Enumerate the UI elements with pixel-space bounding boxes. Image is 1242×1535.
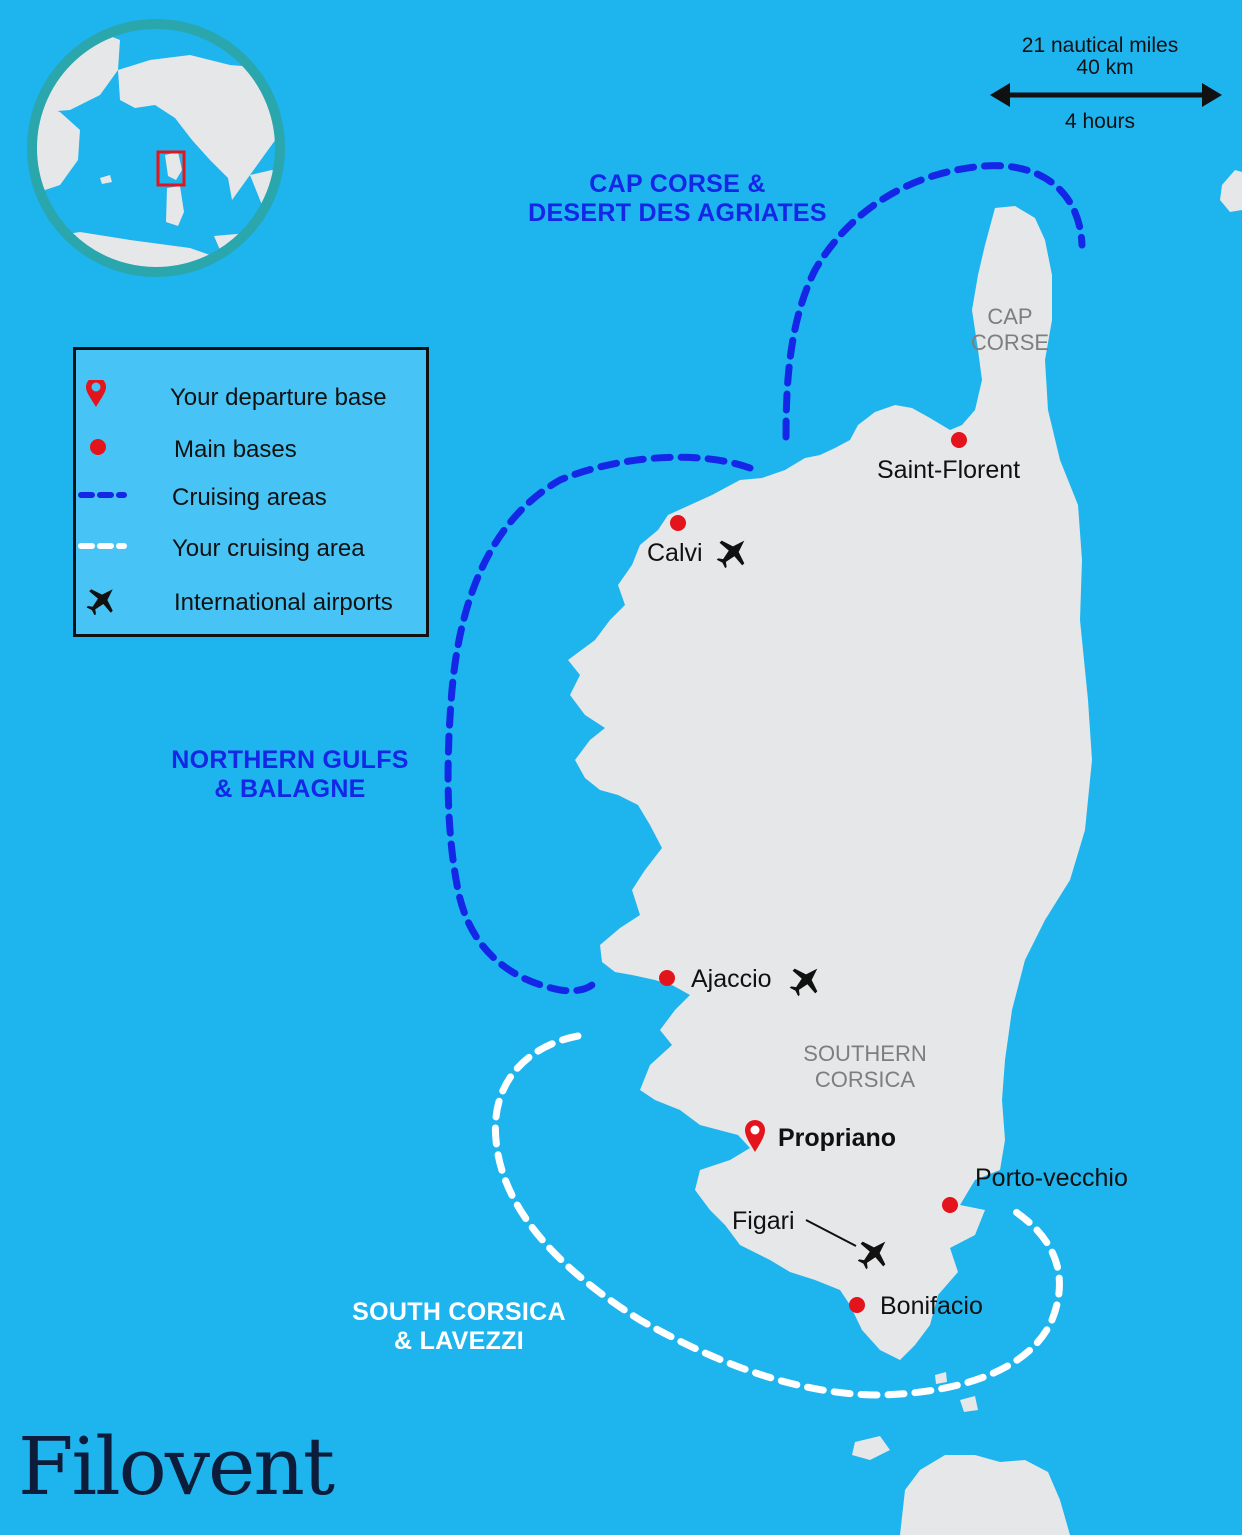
legend-row-international-airports: International airports <box>76 585 426 616</box>
region-label-cap-corse: CAP CORSE <box>970 304 1050 355</box>
figari-leader-line <box>805 1219 857 1247</box>
scale-distance-km: 40 km <box>1076 56 1134 79</box>
islet <box>935 1372 947 1384</box>
dot-icon <box>90 439 106 455</box>
scale-duration: 4 hours <box>1064 110 1136 133</box>
route-cap-corse <box>782 162 1086 441</box>
area-label-south-corsica: SOUTH CORSICA & LAVEZZI <box>352 1298 566 1356</box>
airplane-icon <box>86 589 113 615</box>
pin-icon <box>86 380 106 407</box>
scale-distance-nm: 21 nautical miles <box>1021 34 1179 57</box>
legend-row-cruising-areas: Cruising areas <box>76 480 426 511</box>
legend-row-your-cruising-area: Your cruising area <box>76 531 426 562</box>
legend-row-departure-base: Your departure base <box>76 380 426 411</box>
porto-vecchio-dot <box>942 1197 958 1213</box>
legend-label-your-cruising-area: Your cruising area <box>172 535 365 562</box>
saint-florent-dot <box>951 432 967 448</box>
route-northern-gulfs <box>444 453 754 995</box>
sardinia-island <box>900 1455 1070 1535</box>
scale-bar <box>990 83 1222 107</box>
place-saint-florent: Saint-Florent <box>877 456 1021 484</box>
place-ajaccio: Ajaccio <box>691 965 772 993</box>
route-south-corsica <box>491 1032 1063 1399</box>
legend-label-international-airports: International airports <box>174 589 393 616</box>
legend-label-departure-base: Your departure base <box>170 384 387 411</box>
corsica-island <box>568 206 1092 1360</box>
region-label-southern-corsica: SOUTHERN CORSICA <box>803 1041 927 1092</box>
filovent-logo: Filovent <box>18 1420 335 1513</box>
place-porto-vecchio: Porto-vecchio <box>975 1164 1128 1192</box>
area-label-northern-gulfs: NORTHERN GULFS & BALAGNE <box>171 746 409 804</box>
legend-label-main-bases: Main bases <box>174 436 297 463</box>
legend-row-main-bases: Main bases <box>76 432 426 463</box>
inset-locator-map <box>27 19 285 277</box>
map-legend: Your departure base Main bases Cruising … <box>73 347 429 637</box>
place-bonifacio: Bonifacio <box>880 1292 983 1320</box>
islet <box>960 1396 978 1412</box>
bonifacio-dot <box>849 1297 865 1313</box>
area-label-cap-corse: CAP CORSE & DESERT DES AGRIATES <box>528 170 827 228</box>
calvi-dot <box>670 515 686 531</box>
place-figari: Figari <box>732 1207 795 1235</box>
islet <box>1220 170 1242 212</box>
legend-label-cruising-areas: Cruising areas <box>172 484 327 511</box>
dashed-blue-line-icon <box>78 492 127 498</box>
dashed-white-line-icon <box>78 543 127 549</box>
islet <box>852 1436 890 1460</box>
place-calvi: Calvi <box>647 539 703 567</box>
place-propriano: Propriano <box>778 1124 897 1152</box>
propriano-pin-icon <box>745 1120 765 1152</box>
ajaccio-dot <box>659 970 675 986</box>
